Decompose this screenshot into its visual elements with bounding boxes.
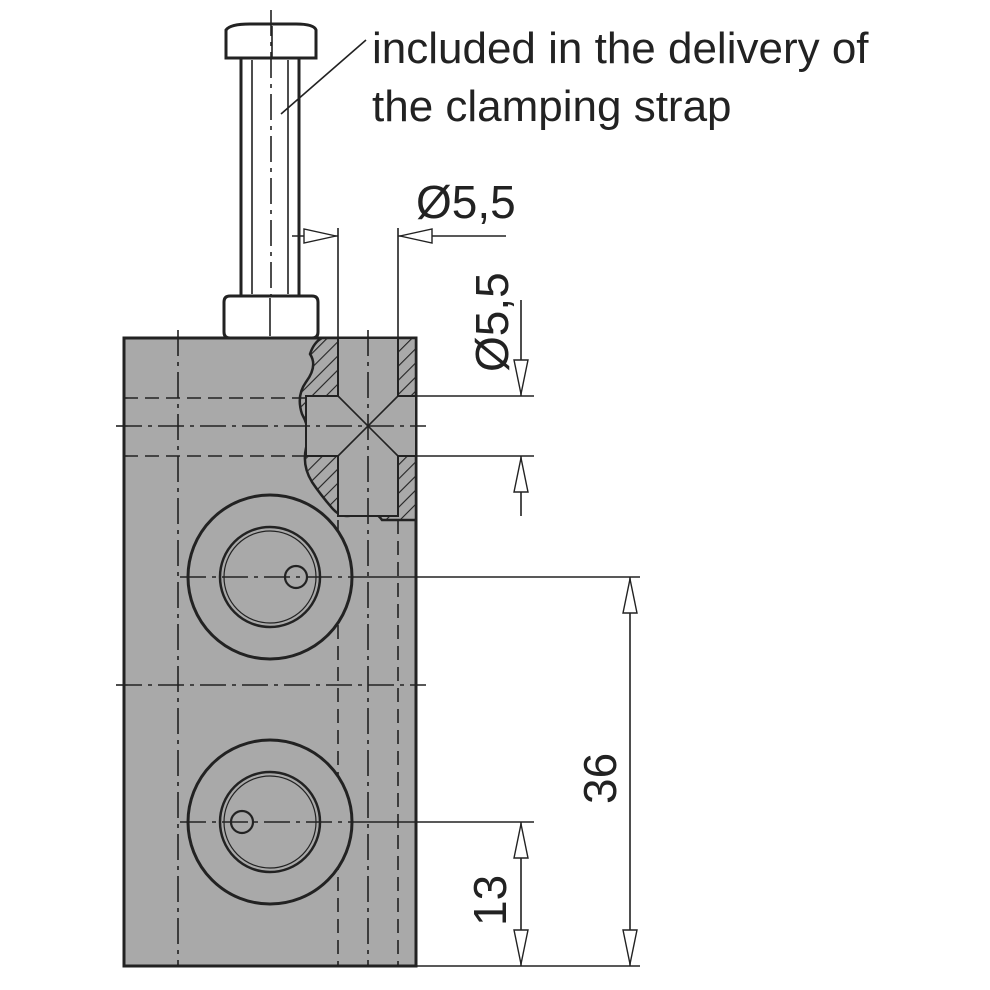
callout-leader (280, 39, 367, 115)
clamp-body (116, 330, 426, 968)
callout-note: included in the delivery of the clamping… (372, 20, 869, 136)
dimension-lower-hole: 13 (360, 821, 534, 966)
callout-line-1: included in the delivery of (372, 24, 869, 73)
dimension-bolt-hole: Ø5,5 (292, 176, 516, 338)
hole-spacing-label: 36 (574, 753, 626, 804)
screw-nut (222, 294, 320, 340)
screw-shank (239, 56, 301, 298)
lower-counterbore (180, 738, 360, 906)
clamping-screw (222, 10, 320, 960)
dimension-cross-hole: Ø5,5 (416, 272, 534, 516)
lower-hole-offset-label: 13 (464, 875, 516, 926)
bolt-hole-diameter-label: Ø5,5 (416, 176, 516, 228)
screw-head (224, 22, 318, 60)
dimension-hole-spacing: 36 (360, 576, 640, 967)
callout-line-2: the clamping strap (372, 82, 732, 131)
cross-hole-diameter-label: Ø5,5 (466, 272, 518, 372)
upper-counterbore (180, 493, 360, 661)
